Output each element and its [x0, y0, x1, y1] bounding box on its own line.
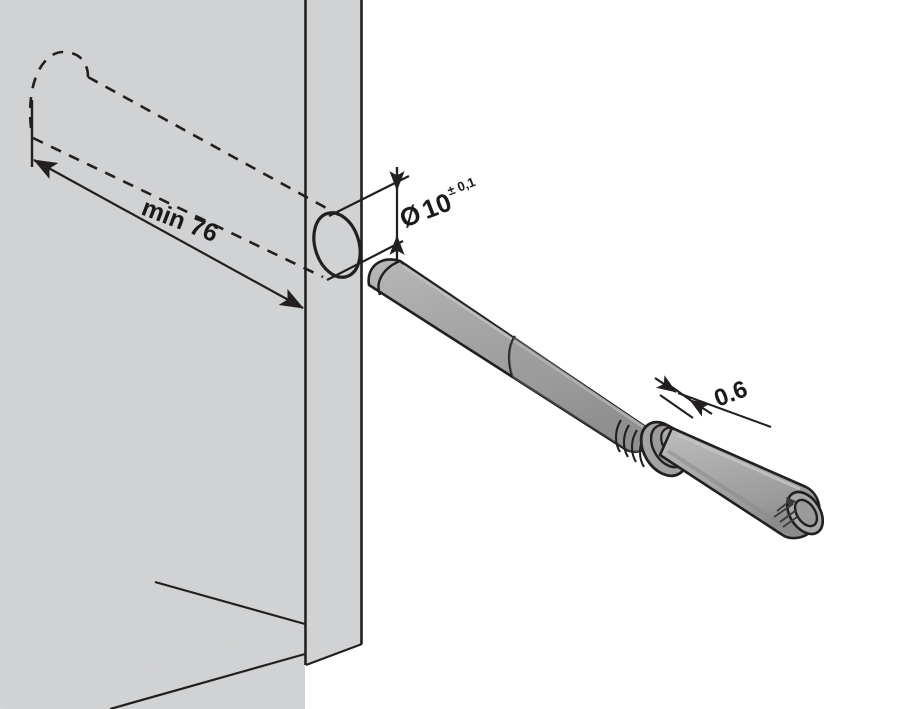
hole-bottom-arc — [28, 50, 90, 129]
plunger-grip-ribs — [614, 419, 646, 468]
plunger-group — [367, 258, 825, 540]
rib-2 — [622, 424, 630, 458]
plunger-joint-seam — [507, 335, 516, 379]
rib-3 — [630, 429, 638, 463]
plunger-cap-seam — [377, 259, 401, 296]
logo-arrowhead — [786, 497, 796, 508]
rib-1 — [614, 419, 622, 453]
tip-inner-ring — [793, 498, 819, 528]
depth-dimension-line — [33, 159, 304, 309]
logo-stroke-3 — [779, 510, 796, 523]
panel-fold-edge-lower — [109, 652, 306, 709]
hole-mouth-ellipse — [312, 211, 362, 279]
panel-edge-bottom — [305, 642, 363, 667]
panel-main-face — [0, 0, 305, 709]
panel-fold-edge-upper — [154, 580, 306, 626]
diameter-tolerance-label: ± 0,1 — [445, 174, 477, 198]
flange-leader-line — [677, 392, 772, 428]
plunger-body-highlight — [402, 264, 646, 430]
plunger-pin-shade — [666, 449, 790, 531]
flange-arrow-right — [689, 399, 713, 417]
flange-arrow-left — [654, 375, 677, 393]
plunger-tip-rings — [785, 490, 825, 536]
flange-extension-line-left — [659, 394, 694, 419]
hole-top-line — [87, 75, 340, 217]
plunger-pin-highlight — [677, 433, 801, 491]
plunger-second-stage-shade — [509, 336, 651, 453]
panel-lower-face — [0, 624, 305, 709]
logo-stroke-4 — [782, 516, 798, 528]
panel-edge-band — [307, 0, 361, 665]
plunger-logo-marking — [773, 497, 798, 528]
cabinet-panel-group — [0, 0, 363, 709]
flange-thickness-dimension-group: 0.6 — [654, 375, 772, 428]
